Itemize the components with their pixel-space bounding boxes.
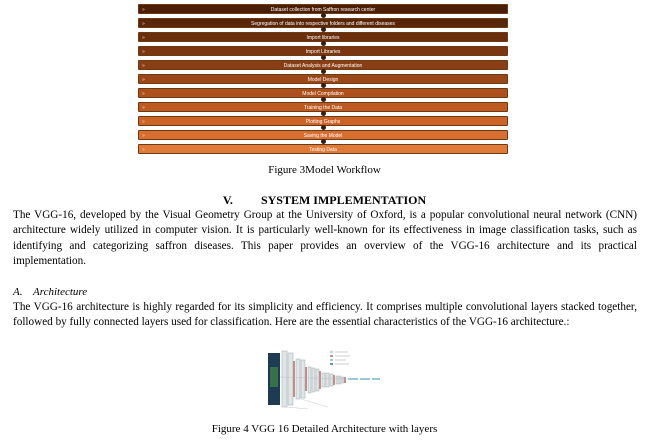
workflow-step-bullet: » (142, 77, 145, 83)
workflow-connector-dot (320, 69, 326, 74)
workflow-connector-dot (320, 139, 326, 144)
workflow-step-label: Testing Data (309, 147, 337, 153)
subsection-letter: A. (13, 286, 23, 298)
workflow-step-label: Import Libraries (305, 49, 341, 55)
workflow-step: » Import libraries (138, 32, 508, 46)
workflow-connector-dot (320, 83, 326, 88)
vgg16-architecture-figure (268, 350, 380, 410)
workflow-step-label: Model Design (307, 77, 339, 83)
workflow-step-bullet: » (142, 49, 145, 55)
workflow-connector-dot (320, 55, 326, 60)
model-workflow-diagram: » Dataset collection from Saffron researc… (138, 4, 508, 158)
workflow-step-label: Dataset Analysis and Augmentation (283, 63, 363, 69)
workflow-step: » Model Compilation (138, 88, 508, 102)
section-number: V. (222, 193, 233, 207)
workflow-connector-dot (320, 125, 326, 130)
workflow-step: » Dataset Analysis and Augmentation (138, 60, 508, 74)
workflow-step-bullet: » (142, 147, 145, 153)
workflow-step-bullet: » (142, 7, 145, 13)
paragraph-vgg16-intro: The VGG-16, developed by the Visual Geom… (13, 209, 637, 267)
workflow-step-bullet: » (142, 91, 145, 97)
workflow-step-bullet: » (142, 105, 145, 111)
workflow-step-label: Training the Data (303, 105, 343, 111)
paragraph-architecture: The VGG-16 architecture is highly regard… (13, 301, 637, 329)
workflow-step-bullet: » (142, 63, 145, 69)
workflow-step: » Dataset collection from Saffron researc… (138, 4, 508, 18)
workflow-connector-dot (320, 27, 326, 32)
workflow-connector-dot (320, 13, 326, 18)
workflow-connector-dot (320, 97, 326, 102)
workflow-step-label: Dataset collection from Saffron research… (270, 7, 376, 13)
workflow-step: » Saving the Model (138, 130, 508, 144)
workflow-step: » Testing Data (138, 144, 508, 154)
workflow-step: » Import Libraries (138, 46, 508, 60)
workflow-step-label: Import libraries (306, 35, 340, 41)
workflow-connector-dot (320, 111, 326, 116)
subsection-title: Architecture (33, 286, 88, 298)
workflow-step-label: Saving the Model (303, 133, 343, 139)
workflow-step-bullet: » (142, 133, 145, 139)
section-heading: V. SYSTEM IMPLEMENTATION (0, 193, 649, 208)
workflow-step-bullet: » (142, 21, 145, 27)
legend (329, 350, 350, 365)
workflow-step-label: Model Compilation (302, 91, 344, 97)
section-title: SYSTEM IMPLEMENTATION (260, 193, 427, 207)
workflow-step: » Segregation of data into respective fol… (138, 18, 508, 32)
dense-layer-blocks (348, 378, 380, 380)
workflow-step-bullet: » (142, 35, 145, 41)
subsection-heading: A. Architecture (13, 286, 87, 298)
conv-layer-blocks (281, 350, 345, 408)
workflow-step-label: Plotting Graphs (305, 119, 341, 125)
workflow-step: » Plotting Graphs (138, 116, 508, 130)
figure-4-caption: Figure 4 VGG 16 Detailed Architecture wi… (211, 423, 438, 435)
pooling-layer-blocks (293, 361, 346, 397)
figure-3-caption: Figure 3Model Workflow (268, 164, 381, 176)
workflow-step: » Training the Data (138, 102, 508, 116)
workflow-step-bullet: » (142, 119, 145, 125)
workflow-step-label: Segregation of data into respective fold… (251, 21, 395, 27)
workflow-step: » Model Design (138, 74, 508, 88)
layer-connectors (279, 376, 349, 410)
workflow-connector-dot (320, 41, 326, 46)
